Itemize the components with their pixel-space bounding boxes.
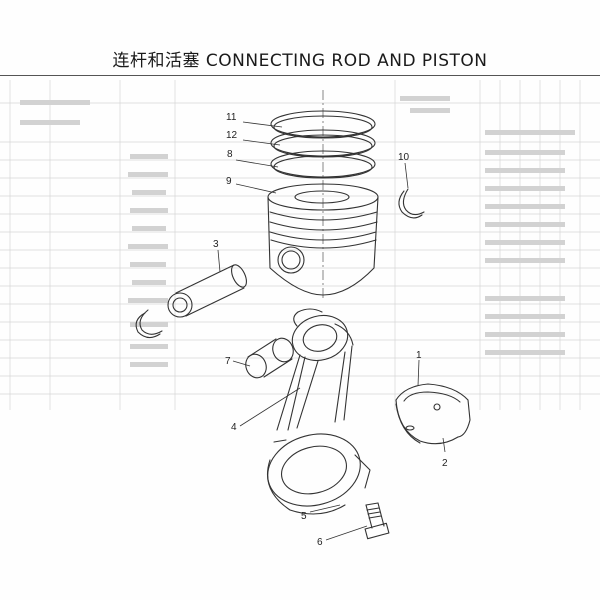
connecting-rod — [266, 308, 371, 515]
connecting-rod-bolt — [364, 502, 390, 540]
callout-9: 9 — [226, 176, 232, 187]
callout-6: 6 — [317, 537, 323, 548]
callout-4: 4 — [231, 422, 237, 433]
piston — [267, 183, 379, 296]
bleed-through-text — [20, 96, 575, 367]
callout-1: 1 — [416, 350, 422, 361]
callout-2: 2 — [442, 458, 448, 469]
title-underline — [0, 75, 600, 76]
callout-labels: 11 12 8 9 10 3 7 4 1 2 5 6 — [213, 112, 448, 548]
callout-11: 11 — [226, 112, 237, 123]
circlip-10 — [398, 188, 425, 219]
small-end-bushing — [245, 337, 294, 379]
page-title: 连杆和活塞 CONNECTING ROD AND PISTON — [112, 51, 488, 71]
circlip-left — [135, 309, 163, 339]
callout-12: 12 — [226, 130, 238, 141]
callout-7: 7 — [225, 356, 231, 367]
callout-8: 8 — [227, 149, 233, 160]
piston-pin — [167, 264, 247, 318]
big-end-bearing-shell — [395, 383, 471, 445]
leader-lines — [217, 121, 446, 541]
callout-5: 5 — [301, 511, 307, 522]
callout-3: 3 — [213, 239, 219, 250]
callout-10: 10 — [398, 152, 410, 163]
piston-ring-8 — [270, 150, 376, 179]
piston-ring-11 — [270, 110, 376, 139]
